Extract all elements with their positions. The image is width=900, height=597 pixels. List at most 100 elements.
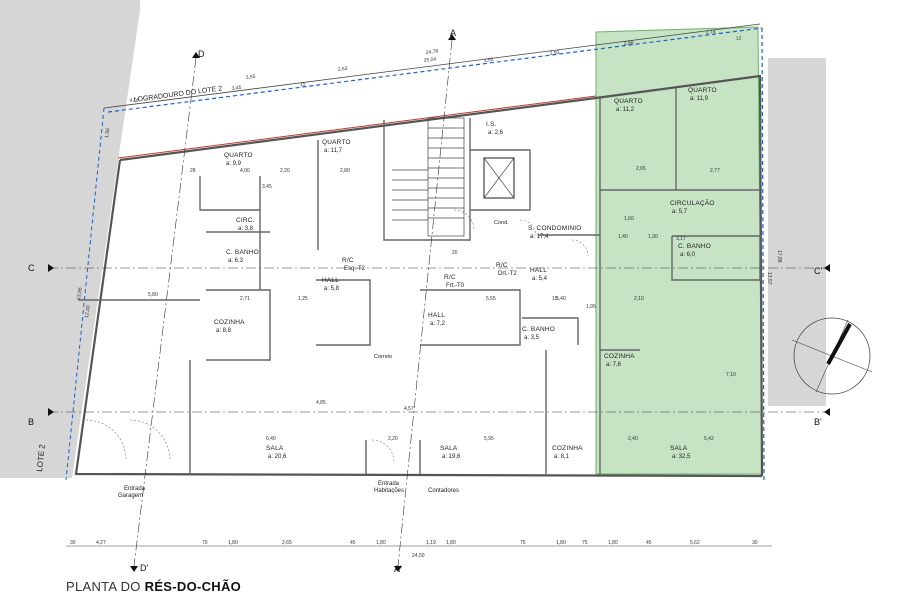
room-name-rc-frt: R/C xyxy=(444,274,456,281)
room-name-sala-mid: SALA xyxy=(440,445,458,452)
dimension-interior-24: 20 xyxy=(452,250,458,256)
room-area-cozinha-right: a: 7,6 xyxy=(606,362,622,368)
room-name-banho-mid: C. BANHO xyxy=(522,326,555,333)
room-name-quarto-3: QUARTO xyxy=(614,98,643,105)
correio-label: Correio xyxy=(374,354,392,360)
dimension-interior-27: 5,42 xyxy=(704,436,714,442)
room-area-circ-left: a: 3,8 xyxy=(238,226,254,232)
room-area-rc-esq: Esq.-T2 xyxy=(344,266,366,272)
dimension-right-0: 17,88 xyxy=(776,250,782,263)
plan-title-bold: RÉS-DO-CHÃO xyxy=(144,579,242,594)
room-name-quarto-2: QUARTO xyxy=(322,139,351,146)
room-area-sala-mid: a: 19,6 xyxy=(442,454,461,460)
dimension-bottom-13: 45 xyxy=(646,540,652,546)
section-label-d-prime: D' xyxy=(140,563,148,573)
room-area-cozinha-left: a: 8,8 xyxy=(216,328,232,334)
dimension-interior-12: 1,90 xyxy=(648,234,658,240)
section-label-b: B xyxy=(28,417,34,427)
dimension-interior-10: 2,71 xyxy=(240,296,250,302)
entrada-habitacoes-line2: Habitações xyxy=(374,488,404,494)
dimension-top-9: 2,74 xyxy=(705,29,716,36)
plan-title: PLANTA DO RÉS-DO-CHÃO xyxy=(66,579,241,594)
section-label-c-prime: C' xyxy=(814,266,822,276)
dimension-bottom-9: 75 xyxy=(520,540,526,546)
dimension-bottom-5: 45 xyxy=(350,540,356,546)
section-label-b-prime: B' xyxy=(814,417,822,427)
dimension-interior-1: 2,80 xyxy=(340,168,350,174)
dimension-top-4: 3,45 xyxy=(231,85,242,92)
dimension-bottom-3: 1,80 xyxy=(228,540,238,546)
top-red-line xyxy=(117,95,597,159)
dimension-interior-2: 3,45 xyxy=(262,184,272,190)
dimension-interior-16: 1,40 xyxy=(618,234,628,240)
dimension-interior-23: 28 xyxy=(190,168,196,174)
dimension-interior-20: 4,85 xyxy=(316,400,326,406)
room-name-quarto-1: QUARTO xyxy=(224,152,253,159)
outer-walls xyxy=(74,74,764,478)
dimension-top-11: 15 xyxy=(299,81,306,88)
section-markers xyxy=(48,34,830,572)
room-name-hall-mid: HALL xyxy=(428,312,445,319)
dimension-interior-15: 2,77 xyxy=(710,168,720,174)
room-name-cozinha-right: COZINHA xyxy=(604,353,635,360)
dimension-interior-19: 7,10 xyxy=(726,372,736,378)
room-name-cozinha-left: COZINHA xyxy=(214,319,245,326)
room-area-quarto-1: a: 9,9 xyxy=(226,161,242,167)
dimension-top-6: 1,92 xyxy=(483,57,494,64)
section-lines xyxy=(48,39,830,567)
room-area-sala-right: a: 32,5 xyxy=(672,454,691,460)
dimension-top-5: 4,04 xyxy=(129,97,140,104)
room-name-banho-right: C. BANHO xyxy=(678,243,711,250)
dimension-interior-14: 2,65 xyxy=(636,166,646,172)
dimension-left-0: 1,56 xyxy=(104,128,111,139)
dimension-bottom-2: 70 xyxy=(202,540,208,546)
right-blue-dashed-line xyxy=(761,27,765,481)
dimension-bottom-10: 1,80 xyxy=(556,540,566,546)
room-area-banho-left: a: 6,3 xyxy=(228,258,244,264)
dimension-interior-18: 1,25 xyxy=(298,296,308,302)
room-area-rc-frt: Frt.-T0 xyxy=(446,283,465,289)
room-area-is: a: 2,6 xyxy=(488,130,504,136)
plan-title-prefix: PLANTA DO xyxy=(66,579,145,594)
section-label-d: D xyxy=(198,49,205,59)
room-area-hall-mid: a: 7,2 xyxy=(430,321,446,327)
room-name-sala-right: SALA xyxy=(670,445,688,452)
dimension-top-8: 2,86 xyxy=(623,40,634,47)
dimension-interior-9: 2,10 xyxy=(634,296,644,302)
room-name-quarto-4: QUARTO xyxy=(688,87,717,94)
dimension-interior-26: 2,40 xyxy=(628,436,638,442)
room-name-banho-left: C. BANHO xyxy=(226,249,259,256)
room-area-quarto-4: a: 11,9 xyxy=(690,96,709,102)
section-label-a: A xyxy=(450,28,456,38)
north-arrow-icon xyxy=(791,317,873,395)
dimension-interior-4: 5,80 xyxy=(148,292,158,298)
top-blue-dashed-line xyxy=(107,27,763,113)
room-area-condominio: a: 17,4 xyxy=(530,234,549,240)
dimension-left-2: 12,40 xyxy=(84,305,92,318)
dimension-interior-21: 4,57 xyxy=(404,406,414,412)
dimension-bottom-4: 2,65 xyxy=(282,540,292,546)
dimension-interior-6: 2,20 xyxy=(388,436,398,442)
room-area-hall-left: a: 5,8 xyxy=(324,286,340,292)
dimension-interior-22: 1,95 xyxy=(586,304,596,310)
neighbour-plot-right xyxy=(768,58,826,406)
entrada-garagem-line1: Entrada xyxy=(124,486,146,492)
room-name-is: I.S. xyxy=(486,121,497,128)
left-blue-dashed-line xyxy=(65,107,105,481)
room-name-circulacao: CIRCULAÇÃO xyxy=(670,198,715,207)
dimension-right-1: 13,57 xyxy=(766,272,772,285)
room-area-quarto-2: a: 11,7 xyxy=(324,148,343,154)
dimension-interior-25: 15 xyxy=(552,296,558,302)
room-area-cozinha-mid: a: 8,1 xyxy=(554,454,570,460)
room-area-rc-drt: Drt.-T2 xyxy=(498,271,517,277)
dimension-bottom-12: 1,80 xyxy=(608,540,618,546)
dimension-interior-13: 3,17 xyxy=(676,236,686,242)
dimension-bottom-8: 1,80 xyxy=(446,540,456,546)
dimension-interior-11: 1,60 xyxy=(624,216,634,222)
room-area-hall-right: a: 5,4 xyxy=(532,276,548,282)
dimension-interior-8: 5,55 xyxy=(486,296,496,302)
dimension-bottom-15: 30 xyxy=(752,540,758,546)
dimension-interior-5: 6,40 xyxy=(266,436,276,442)
room-name-hall-right: HALL xyxy=(530,267,547,274)
